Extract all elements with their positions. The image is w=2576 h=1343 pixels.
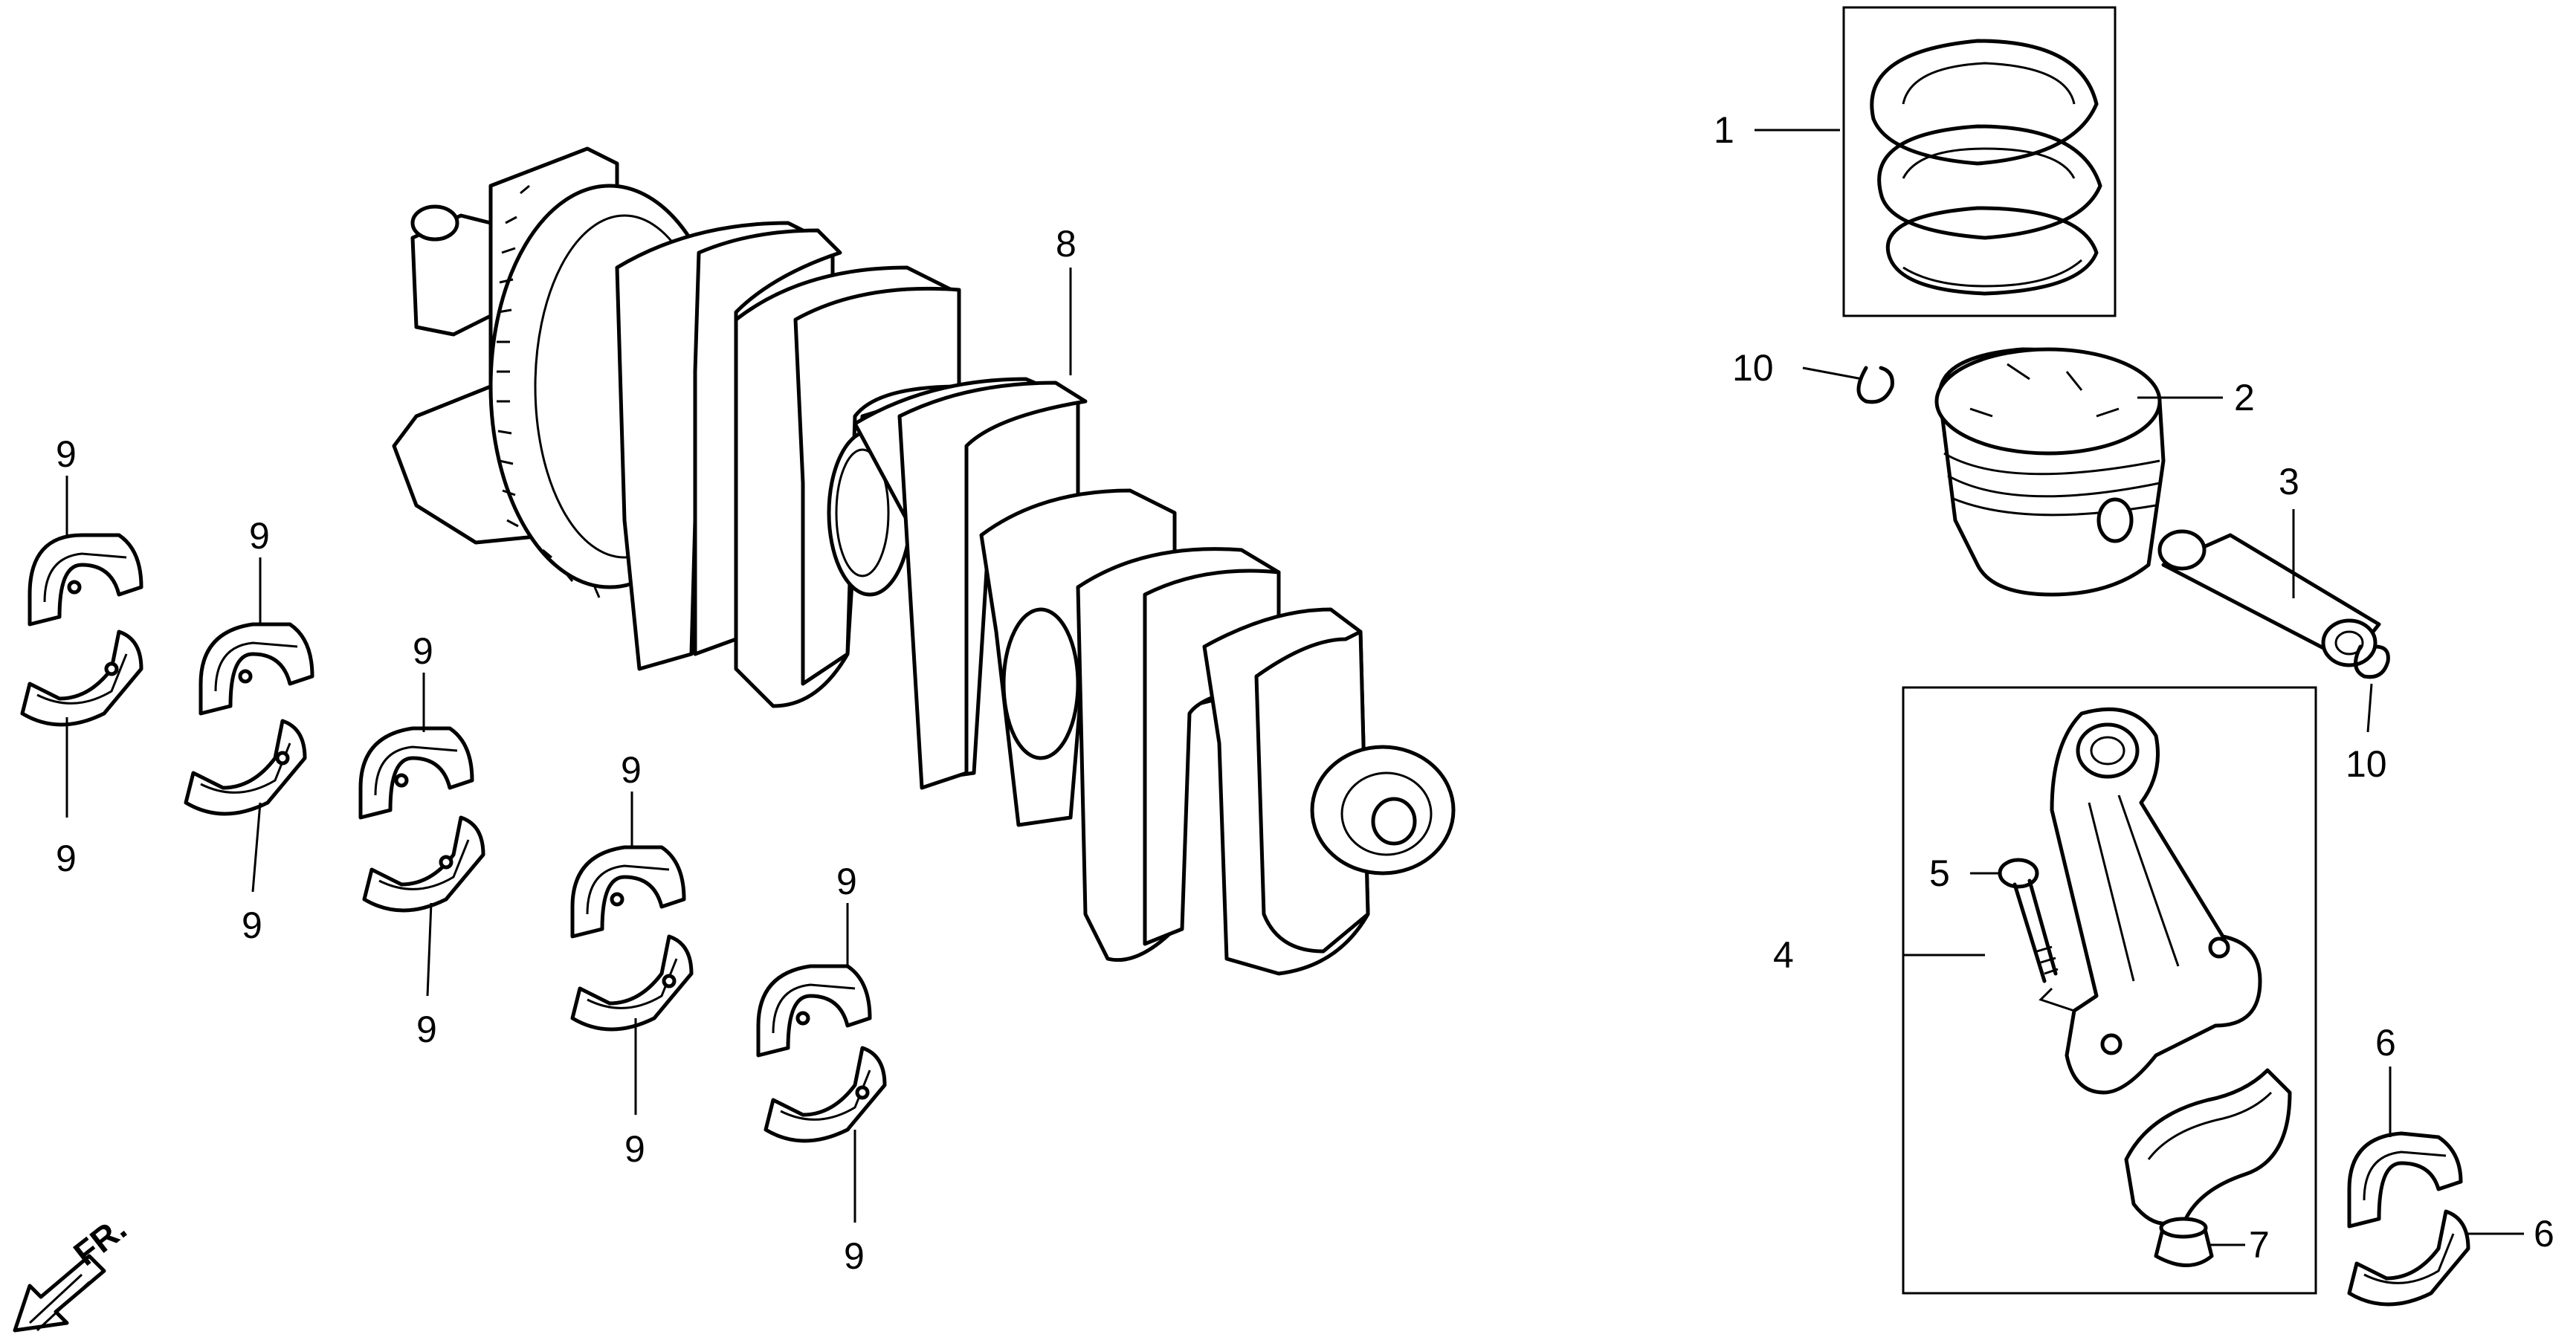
piston-rings-set	[1842, 6, 2117, 317]
callout-main-bearing: 9	[624, 1128, 645, 1170]
pin-clip-right	[2354, 644, 2390, 679]
pin-clip-left	[1856, 366, 1894, 404]
callout-rod-bolt: 5	[1929, 852, 1950, 894]
piston	[1934, 347, 2166, 597]
callout-main-bearing: 9	[56, 433, 77, 475]
connecting-rod-assembly	[1902, 686, 2317, 1295]
rod-bearing-upper	[2347, 1131, 2463, 1229]
callout-main-bearing: 9	[413, 630, 433, 672]
crankshaft	[392, 146, 1456, 976]
rod-nut	[2154, 1217, 2214, 1267]
main-bearing-pair-3	[358, 726, 485, 913]
main-bearing-pair-5	[756, 964, 887, 1143]
callout-piston-pin: 3	[2279, 461, 2299, 502]
callout-main-bearing: 9	[56, 838, 77, 879]
callout-rod-bearing-upper: 6	[2375, 1022, 2396, 1064]
callout-main-bearing: 9	[242, 904, 262, 946]
callout-connecting-rod: 4	[1773, 934, 1794, 976]
callout-main-bearing: 9	[416, 1009, 437, 1050]
callout-crankshaft: 8	[1056, 223, 1076, 265]
callout-main-bearing: 9	[836, 861, 857, 902]
callout-piston: 2	[2234, 377, 2255, 418]
callout-rod-bearing-lower: 6	[2534, 1213, 2554, 1255]
front-indicator-label: FR.	[66, 1208, 133, 1273]
main-bearing-pair-2	[184, 622, 314, 816]
rod-bolt	[1998, 858, 2075, 1012]
callout-rod-nut: 7	[2249, 1224, 2270, 1266]
piston-pin	[2157, 529, 2381, 667]
callout-main-bearing: 9	[621, 749, 642, 791]
main-bearing-pair-1	[20, 533, 143, 727]
callout-main-bearing: 9	[249, 515, 270, 557]
rod-bearing-lower	[2347, 1209, 2470, 1307]
callout-piston-rings: 1	[1714, 109, 1734, 151]
leader-lines	[65, 129, 2524, 1246]
callout-main-bearing: 9	[844, 1235, 865, 1277]
callout-pin-clip-left: 10	[1732, 347, 1774, 389]
callout-pin-clip-right: 10	[2346, 743, 2387, 785]
main-bearing-pair-4	[570, 845, 694, 1032]
front-arrow-icon	[13, 1254, 106, 1333]
